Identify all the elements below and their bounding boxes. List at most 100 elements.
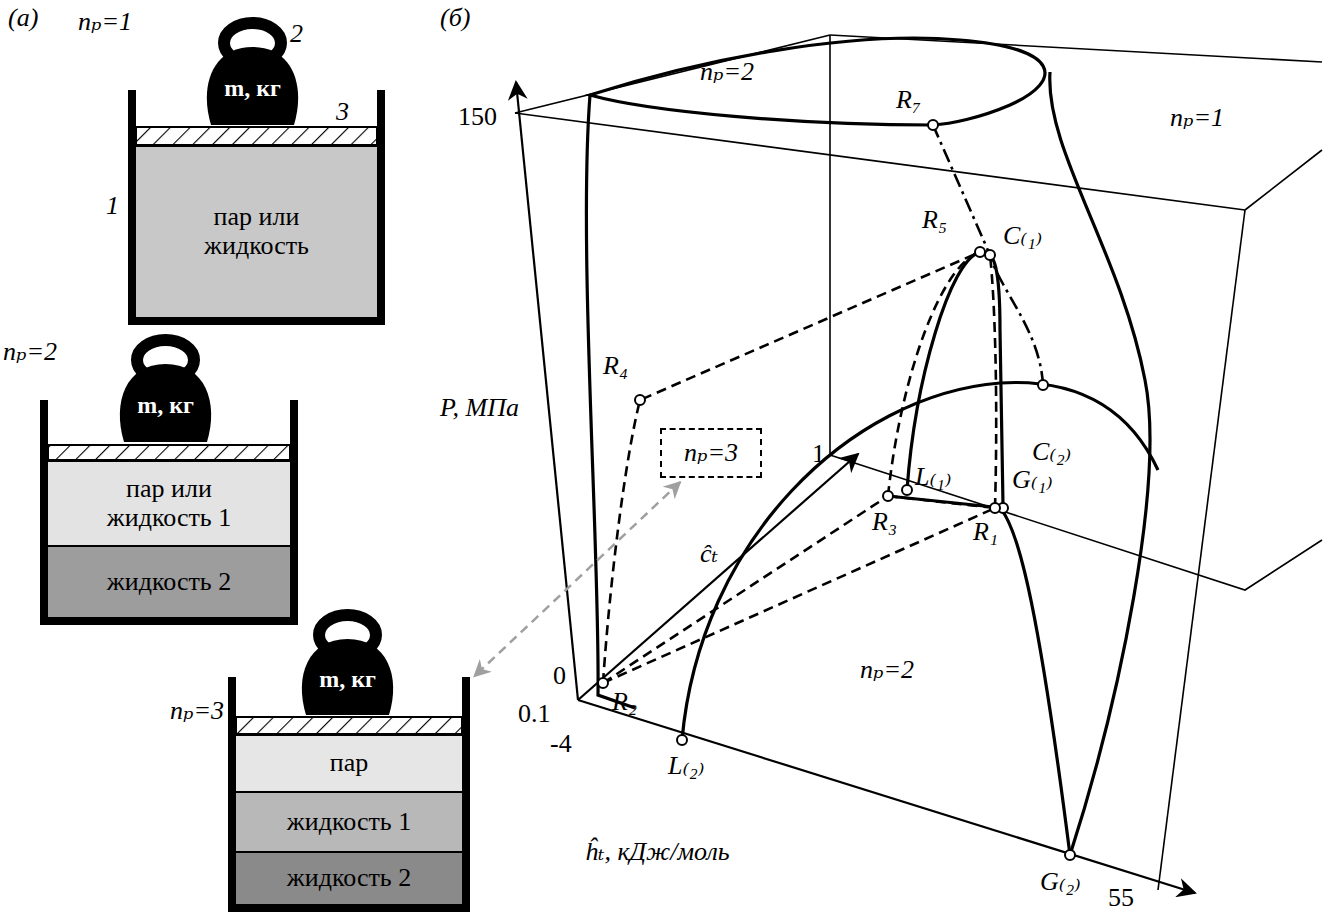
phase-layer: пар или жидкость (136, 145, 377, 317)
g-line (1000, 508, 1070, 855)
point (1065, 850, 1075, 860)
diagram-label: R₅ (922, 206, 947, 235)
piston (236, 717, 462, 734)
phase-name: жидкость 2 (287, 864, 411, 893)
diagram-label: ĥₜ, кДж/моль (585, 838, 730, 867)
weight: m, кг (118, 362, 213, 442)
weight-body (302, 639, 393, 715)
vessel-wall (462, 677, 470, 912)
dashed-curve (603, 252, 980, 683)
piston (48, 445, 290, 460)
phase-layer: жидкость 2 (236, 851, 462, 904)
frame-line (829, 35, 831, 455)
diagram-label: C₍₁₎ (1003, 222, 1042, 251)
weight-body (120, 364, 211, 442)
diagram-label: L₍₂₎ (668, 752, 704, 781)
axes (516, 82, 1195, 893)
diagram-label: (б) (440, 4, 470, 33)
phase-boundaries (586, 38, 1158, 855)
diagram-label: nₚ=2 (700, 58, 754, 87)
diagram-label: ĉₜ (700, 540, 718, 569)
diagram-label: 3 (336, 98, 349, 127)
frame-lines (515, 35, 1322, 890)
weight-label: m, кг (137, 392, 194, 418)
phase-layer: пар (236, 734, 462, 791)
diagram-label: G₍₁₎ (1012, 466, 1053, 495)
point (1038, 380, 1048, 390)
frame-line (1158, 210, 1245, 890)
vessel-wall (228, 677, 236, 912)
point (928, 120, 938, 130)
phase-name: жидкость 2 (107, 568, 231, 597)
phase-layer: пар или жидкость 1 (48, 460, 290, 545)
diagram-label: P, МПа (440, 394, 519, 423)
point (598, 678, 608, 688)
point (975, 247, 985, 257)
vessels (40, 23, 470, 912)
diagram-label: 0.1 (518, 700, 551, 729)
point (902, 485, 912, 495)
weight-label: m, кг (224, 75, 281, 101)
diagram-label: R₄ (603, 352, 628, 381)
dashed-curve (603, 508, 995, 683)
weight-label: m, кг (319, 666, 376, 692)
points (598, 120, 1075, 860)
vessel: nₚ=2пар или жидкость 1жидкость 2 (40, 400, 298, 625)
frame-line (1245, 150, 1322, 210)
region-box: nₚ=3 (660, 428, 762, 478)
vessel-heading: nₚ=1 (78, 8, 132, 37)
diagram-label: 150 (458, 103, 497, 132)
frame-line (515, 35, 830, 113)
diagram-label: (а) (8, 4, 38, 33)
phase-name: пар или жидкость 1 (77, 475, 262, 532)
weight: m, кг (300, 637, 395, 715)
region-label: nₚ=3 (684, 439, 738, 468)
diagram-label: L₍₁₎ (915, 463, 951, 492)
top-loop (590, 38, 1045, 125)
point (677, 735, 687, 745)
diagram-label: R₂ (612, 688, 637, 717)
phase-name: пар или жидкость (192, 203, 322, 260)
diagram-label: R₃ (872, 508, 897, 537)
inner-dome (907, 252, 1003, 505)
diagram-label: R₁ (973, 518, 998, 547)
axis-h (578, 700, 1195, 893)
diagram-label: 55 (1108, 884, 1134, 913)
piston (136, 127, 377, 145)
vessel-wall (128, 90, 136, 325)
vessel: nₚ=3паржидкость 1жидкость 2 (228, 677, 470, 912)
diagram-label: -4 (550, 730, 572, 759)
vessel-bottom (228, 904, 470, 912)
point (985, 250, 995, 260)
dashed-arrow (474, 482, 680, 676)
phase-name: жидкость 1 (287, 808, 411, 837)
phase-name: пар (330, 749, 368, 778)
dashed-curve (888, 496, 995, 508)
diagram-label: 0 (553, 662, 566, 691)
diagram-label: R₇ (896, 86, 921, 115)
frame-line (830, 455, 1322, 590)
diagram-label: C₍₂₎ (1032, 438, 1071, 467)
vessel-wall (290, 400, 298, 625)
vessel-wall (40, 400, 48, 625)
point (990, 503, 1000, 513)
three-phase-lines (603, 252, 996, 683)
critical-line (933, 125, 1043, 385)
diagram-label: nₚ=1 (1170, 104, 1224, 133)
vessel-wall (377, 90, 385, 325)
left-curve (586, 95, 635, 708)
axis-c (578, 454, 858, 700)
diagram-label: 2 (290, 20, 303, 49)
vessel-bottom (128, 317, 385, 325)
diagram-label: G₍₂₎ (1040, 868, 1081, 897)
weight: m, кг (205, 45, 300, 125)
dashed-curve (888, 252, 980, 496)
phase-diagram-3d (515, 35, 1322, 893)
binary-line (888, 496, 1003, 508)
dashed-curve (990, 255, 996, 508)
diagram-label: 1 (812, 440, 825, 469)
phase-layer: жидкость 2 (48, 545, 290, 617)
phase-layer: жидкость 1 (236, 791, 462, 851)
vessel-heading: nₚ=2 (3, 338, 57, 367)
point (883, 491, 893, 501)
